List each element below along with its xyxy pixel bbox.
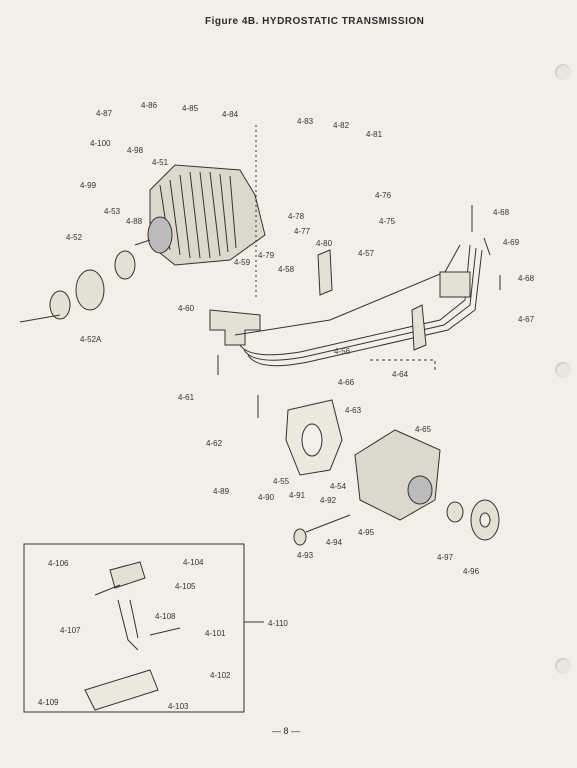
callout-4-95: 4-95 [358,528,375,537]
callout-4-102: 4-102 [210,671,231,680]
callout-4-83: 4-83 [297,117,314,126]
callout-4-52A: 4-52A [80,335,102,344]
callout-4-52: 4-52 [66,233,83,242]
motor-housing-drawing [134,164,266,266]
callout-4-55: 4-55 [273,477,290,486]
callout-4-62: 4-62 [206,439,223,448]
page-title: Figure 4B. HYDROSTATIC TRANSMISSION [205,16,425,27]
callout-4-106: 4-106 [48,559,69,568]
callout-4-63: 4-63 [345,406,362,415]
callout-4-86: 4-86 [141,101,158,110]
callout-4-87: 4-87 [96,109,113,118]
binder-hole-bottom [555,658,571,674]
callout-4-51: 4-51 [152,158,169,167]
callout-4-101: 4-101 [205,629,226,638]
callout-4-84: 4-84 [222,110,239,119]
callout-4-100: 4-100 [90,139,111,148]
callout-4-68-bottom: 4-68 [518,274,535,283]
callout-4-54: 4-54 [330,482,347,491]
callout-4-69: 4-69 [503,238,520,247]
callout-4-75: 4-75 [379,217,396,226]
callout-4-104: 4-104 [183,558,204,567]
callout-4-81: 4-81 [366,130,383,139]
callout-4-97: 4-97 [437,553,454,562]
callout-4-66: 4-66 [338,378,355,387]
binder-hole-middle [555,362,571,378]
callout-4-92: 4-92 [320,496,337,505]
callout-4-67: 4-67 [518,315,535,324]
callout-4-64: 4-64 [392,370,409,379]
callout-4-90: 4-90 [258,493,275,502]
callout-4-109: 4-109 [38,698,59,707]
callout-4-99: 4-99 [80,181,97,190]
binder-hole-top [555,64,571,80]
callout-4-56: 4-56 [334,347,351,356]
callout-4-82: 4-82 [333,121,350,130]
callout-4-57: 4-57 [358,249,375,258]
callout-4-65: 4-65 [415,425,432,434]
callout-4-58: 4-58 [278,265,295,274]
callout-4-94: 4-94 [326,538,343,547]
page-number: — 8 — [272,726,301,736]
callout-4-77: 4-77 [294,227,311,236]
callout-4-88: 4-88 [126,217,143,226]
callout-4-61: 4-61 [178,393,195,402]
callout-4-110: 4-110 [268,619,288,628]
callout-4-93: 4-93 [297,551,314,560]
callout-4-103: 4-103 [168,702,189,711]
callout-4-59: 4-59 [234,258,251,267]
callout-4-78: 4-78 [288,212,305,221]
callout-4-76: 4-76 [375,191,392,200]
callout-4-60: 4-60 [178,304,195,313]
callout-4-96: 4-96 [463,567,480,576]
callout-4-107: 4-107 [60,626,81,635]
callout-4-80: 4-80 [316,239,333,248]
callout-4-53: 4-53 [104,207,121,216]
callout-4-91: 4-91 [289,491,306,500]
callout-4-108: 4-108 [155,612,176,621]
callout-4-85: 4-85 [182,104,199,113]
callout-4-105: 4-105 [175,582,196,591]
callout-4-98: 4-98 [127,146,144,155]
callout-4-89: 4-89 [213,487,230,496]
callout-labels: 4-87 4-86 4-85 4-84 4-100 4-98 4-51 4-99… [38,101,535,711]
callout-4-68-top: 4-68 [493,208,510,217]
callout-4-79: 4-79 [258,251,275,260]
